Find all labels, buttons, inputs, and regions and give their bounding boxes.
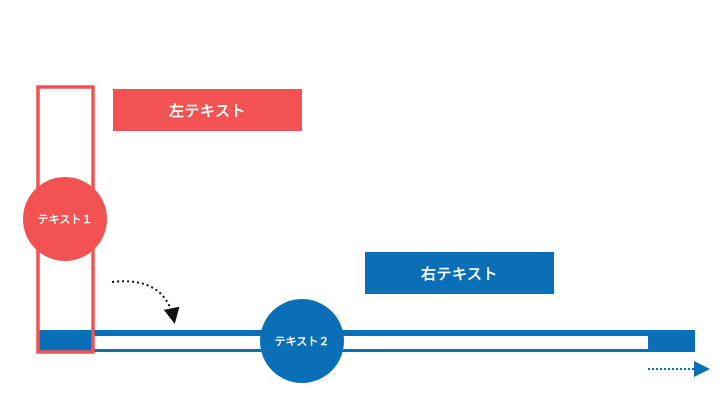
right-text-label: 右テキスト [420, 264, 499, 283]
left-text-box: 左テキスト [113, 89, 302, 131]
curved-arrow [111, 280, 180, 324]
circle-text-2: テキスト２ [260, 299, 344, 383]
circle-text-1: テキスト１ [23, 177, 107, 261]
right-text-box: 右テキスト [365, 252, 554, 294]
circle-1-label: テキスト１ [37, 213, 93, 226]
circle-2-label: テキスト２ [274, 335, 330, 348]
left-text-label: 左テキスト [168, 101, 247, 120]
horizontal-track-inner [94, 336, 648, 349]
